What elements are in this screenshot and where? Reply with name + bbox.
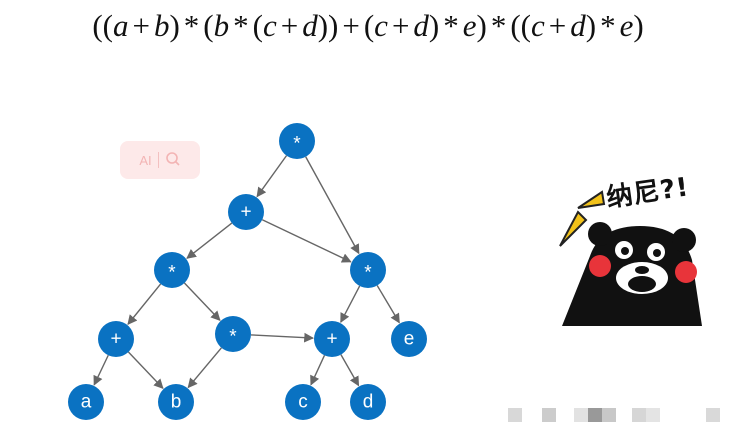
node-circle — [98, 321, 134, 357]
formula-token: * — [233, 8, 249, 43]
node-mul2: * — [350, 252, 386, 288]
node-label: * — [364, 263, 372, 284]
node-label: a — [81, 392, 92, 413]
formula-token: + — [548, 8, 567, 43]
node-label: + — [240, 202, 251, 223]
formula-token: d — [413, 8, 429, 43]
formula-token: d — [570, 8, 586, 43]
node-mul1: * — [154, 252, 190, 288]
formula-token: + — [342, 8, 360, 43]
chip-separator — [157, 152, 159, 168]
node-circle — [228, 194, 264, 230]
node-circle — [279, 123, 315, 159]
node-plus3: + — [314, 321, 350, 357]
formula-token: ( — [203, 8, 214, 43]
node-a: a — [68, 384, 104, 420]
node-circle — [314, 321, 350, 357]
expression-formula: ((a+b)*(b*(c+d))+(c+d)*e)*((c+d)*e) — [0, 8, 736, 44]
edge-mul1-mul3 — [183, 282, 221, 321]
node-label: * — [293, 134, 301, 155]
edge-root-plus1 — [256, 155, 288, 198]
bear-sticker-icon — [559, 190, 702, 326]
node-label: e — [404, 329, 415, 350]
node-label: * — [229, 327, 237, 348]
formula-token: + — [132, 8, 150, 43]
node-circle — [68, 384, 104, 420]
formula-token: + — [280, 8, 299, 43]
node-c: c — [285, 384, 321, 420]
node-circle — [215, 316, 251, 352]
formula-token: * — [183, 8, 200, 43]
edge-plus1-mul2 — [261, 219, 352, 263]
formula-token: b — [153, 8, 170, 43]
formula-token: a — [112, 8, 129, 43]
formula-token: )) — [317, 8, 339, 43]
formula-token: ) — [169, 8, 180, 43]
formula-token: e — [619, 8, 634, 43]
node-label: * — [168, 263, 176, 284]
node-label: c — [298, 392, 308, 413]
edge-mul1-plus2 — [127, 283, 162, 326]
edge-plus3-d — [340, 354, 360, 387]
node-circle — [391, 321, 427, 357]
formula-token: ( — [252, 8, 263, 43]
formula-token: ) — [428, 8, 440, 43]
formula-token: c — [374, 8, 388, 43]
node-circle — [350, 252, 386, 288]
formula-token: (( — [92, 8, 113, 43]
formula-token: ) — [476, 8, 487, 43]
node-plus1: + — [228, 194, 264, 230]
node-circle — [154, 252, 190, 288]
formula-token: e — [462, 8, 477, 43]
edge-mul2-e — [376, 285, 400, 324]
node-circle — [158, 384, 194, 420]
node-root: * — [279, 123, 315, 159]
formula-token: * — [490, 8, 507, 43]
formula-token: ( — [363, 8, 375, 43]
node-label: + — [110, 329, 121, 350]
formula-token: b — [213, 8, 230, 43]
edge-root-mul2 — [305, 156, 360, 255]
edge-plus2-a — [93, 354, 109, 386]
node-label: + — [326, 329, 337, 350]
node-plus2: + — [98, 321, 134, 357]
node-circle — [350, 384, 386, 420]
node-mul3: * — [215, 316, 251, 352]
edge-plus3-c — [310, 355, 326, 386]
ai-chip-label: AI — [139, 152, 152, 168]
edge-plus2-b — [127, 351, 164, 389]
formula-token: ) — [633, 8, 644, 43]
edge-mul3-plus3 — [250, 332, 315, 343]
node-label: b — [171, 392, 182, 413]
formula-token: ) — [585, 8, 597, 43]
edge-mul2-plus3 — [340, 285, 361, 324]
formula-token: c — [531, 8, 545, 43]
formula-token: c — [262, 8, 277, 43]
formula-token: d — [302, 8, 318, 43]
formula-token: (( — [510, 8, 531, 43]
ai-search-chip[interactable]: AI — [120, 141, 200, 179]
node-e: e — [391, 321, 427, 357]
search-icon — [165, 151, 181, 170]
node-b: b — [158, 384, 194, 420]
node-circle — [285, 384, 321, 420]
edge-mul3-b — [187, 347, 222, 389]
node-label: d — [363, 392, 374, 413]
edge-plus1-mul1 — [186, 222, 233, 259]
node-d: d — [350, 384, 386, 420]
blurred-watermark — [508, 408, 720, 422]
formula-token: * — [443, 8, 459, 43]
formula-token: * — [600, 8, 616, 43]
formula-token: + — [391, 8, 410, 43]
